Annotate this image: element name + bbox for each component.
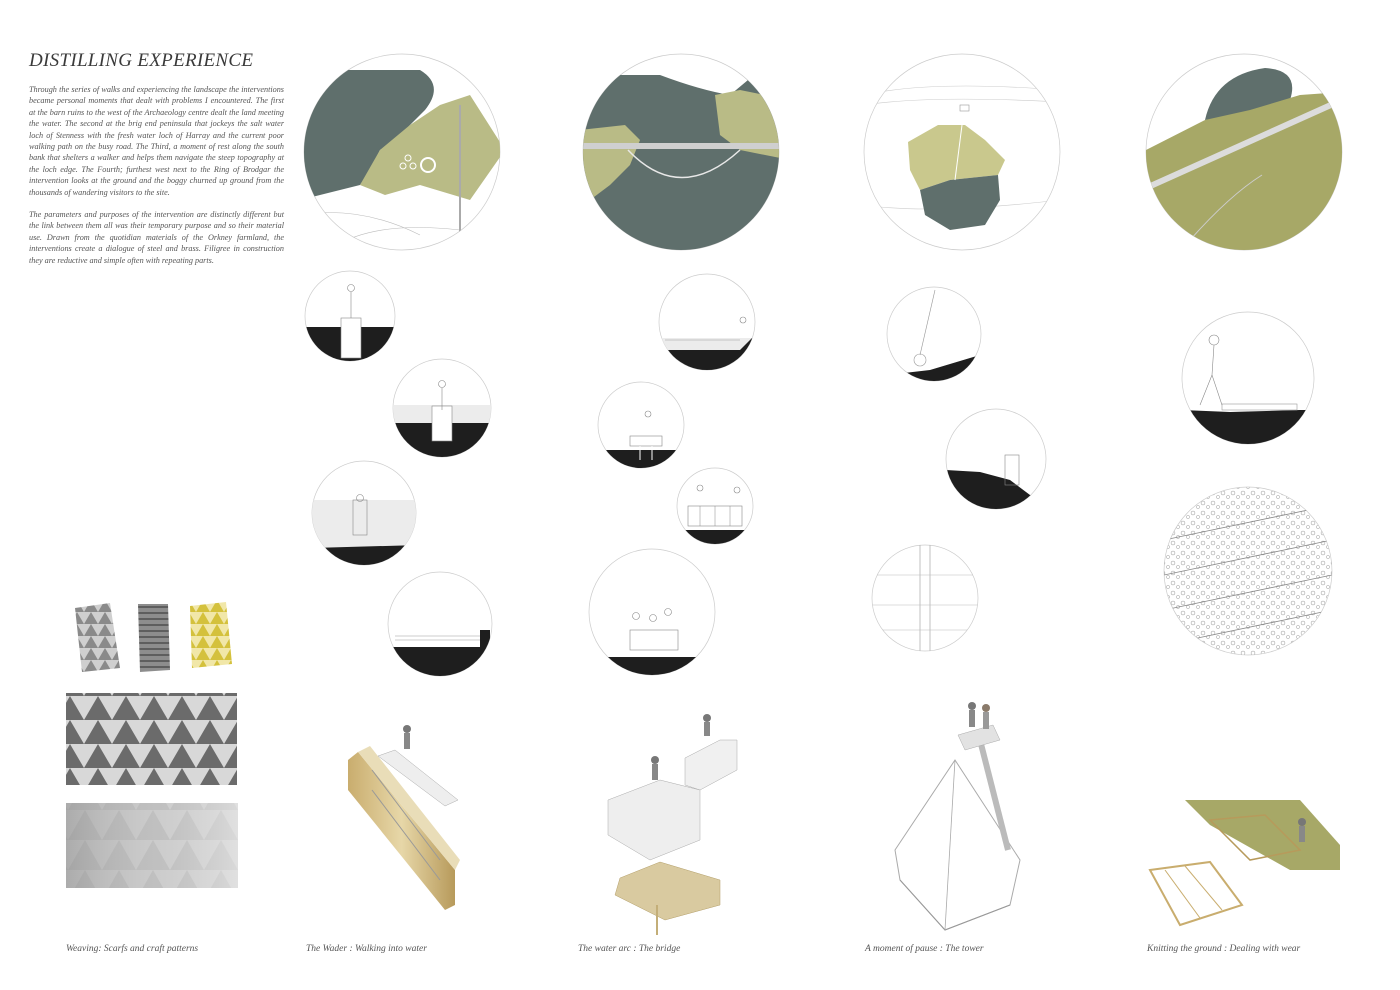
site-plan-knitting (1145, 53, 1343, 251)
section-bridge-3 (676, 467, 754, 545)
site-plan-bridge (582, 53, 780, 251)
section-knitting-2 (1163, 486, 1333, 656)
description: Through the series of walks and experien… (29, 84, 284, 277)
section-wader-4 (387, 571, 493, 677)
section-bridge-4 (588, 548, 716, 676)
section-knitting-1 (1181, 311, 1315, 445)
caption-tower: A moment of pause : The tower (865, 944, 984, 954)
site-plan-wader (303, 53, 501, 251)
description-paragraph-1: Through the series of walks and experien… (29, 85, 284, 197)
axonometric-wader (348, 725, 460, 910)
caption-weaving: Weaving: Scarfs and craft patterns (66, 944, 199, 954)
pattern-triangles-large (66, 693, 237, 785)
section-wader-3 (311, 460, 417, 566)
description-paragraph-2: The parameters and purposes of the inter… (29, 210, 284, 265)
caption-wader: The Wader : Walking into water (306, 944, 427, 954)
scarf-grey-striped (138, 604, 170, 672)
section-tower-1 (886, 286, 982, 382)
site-plan-tower (863, 53, 1061, 251)
section-bridge-2 (597, 381, 685, 469)
section-bridge-1 (658, 273, 756, 371)
axonometric-bridge (607, 714, 738, 935)
axonometric-tower (894, 702, 1021, 931)
section-wader-2 (392, 358, 492, 458)
scarf-grey-triangles (75, 603, 120, 672)
pattern-triangles-faded (66, 803, 238, 888)
section-tower-2 (945, 408, 1047, 510)
page-title: DISTILLING EXPERIENCE (29, 50, 254, 71)
scarf-yellow-triangles (190, 602, 232, 668)
caption-bridge: The water arc : The bridge (578, 944, 681, 954)
section-wader-1 (304, 270, 396, 362)
axonometric-knitting (1148, 800, 1340, 927)
caption-knitting: Knitting the ground : Dealing with wear (1147, 944, 1301, 954)
section-tower-3 (871, 544, 979, 652)
